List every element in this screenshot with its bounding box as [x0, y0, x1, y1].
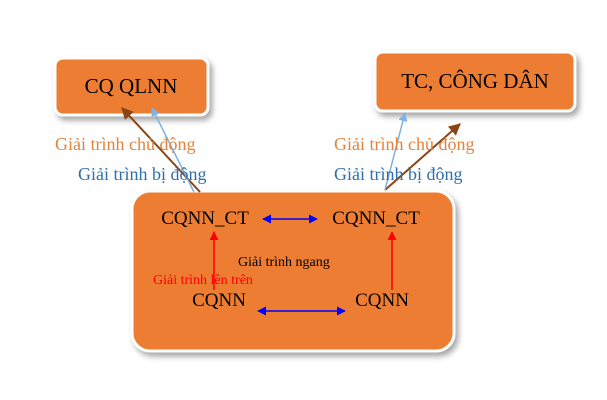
- arrow-right-passive: [384, 112, 408, 191]
- box-tc-cong-dan-label: TC, CÔNG DÂN: [401, 69, 549, 93]
- node-cqnn-ct-left: CQNN_CT: [161, 208, 249, 229]
- box-cq-qlnn: CQ QLNN: [53, 56, 210, 117]
- node-cqnn-right: CQNN: [355, 290, 409, 311]
- arrow-right-proactive: [384, 123, 461, 191]
- box-cq-qlnn-label: CQ QLNN: [85, 74, 178, 98]
- box-internal-agencies: [130, 189, 456, 353]
- label-left-proactive: Giải trình chủ động: [55, 134, 195, 154]
- arrow-left-passive: [151, 107, 195, 193]
- label-right-passive: Giải trình bị động: [334, 164, 463, 184]
- label-upward: Giải trình lên trên: [153, 273, 253, 288]
- box-tc-cong-dan: TC, CÔNG DÂN: [373, 50, 577, 113]
- label-left-passive: Giải trình bị động: [78, 164, 207, 184]
- label-right-proactive: Giải trình chủ động: [334, 134, 474, 154]
- node-cqnn-ct-right: CQNN_CT: [332, 208, 420, 229]
- label-horizontal: Giải trình ngang: [238, 255, 330, 270]
- node-cqnn-left: CQNN: [192, 290, 246, 311]
